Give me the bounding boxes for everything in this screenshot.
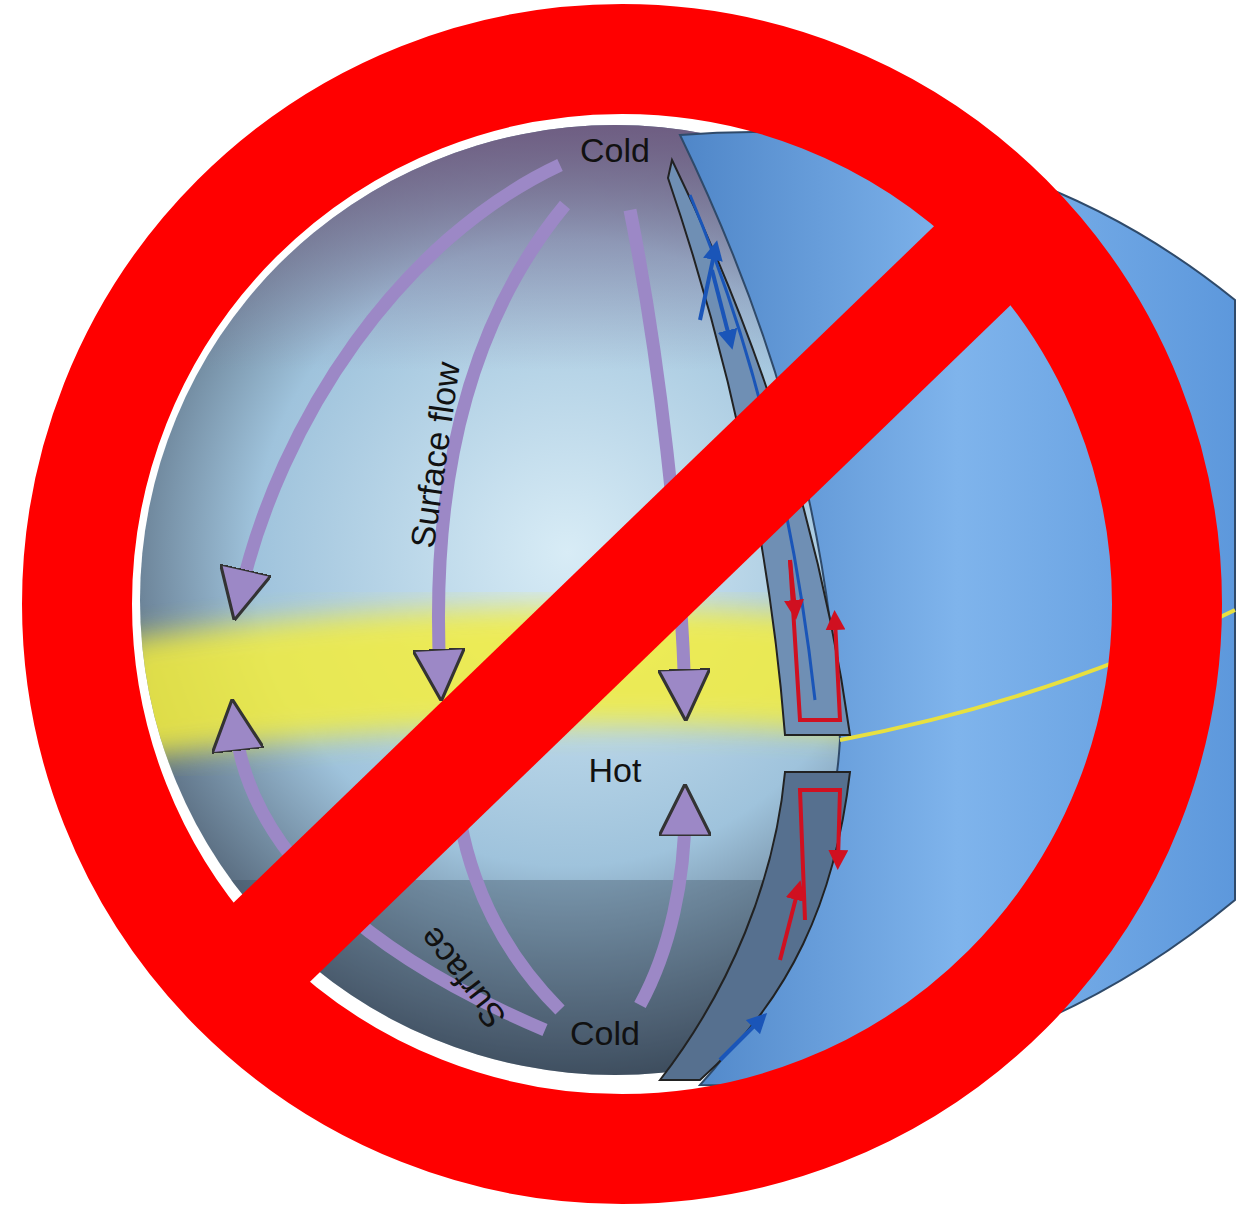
globe-label: Cold bbox=[580, 133, 650, 167]
prohibition-slash bbox=[192, 186, 1052, 1022]
globe-label: Hot bbox=[589, 753, 642, 787]
globe-label: Cold bbox=[570, 1016, 640, 1050]
prohibition-ring bbox=[77, 59, 1167, 1149]
